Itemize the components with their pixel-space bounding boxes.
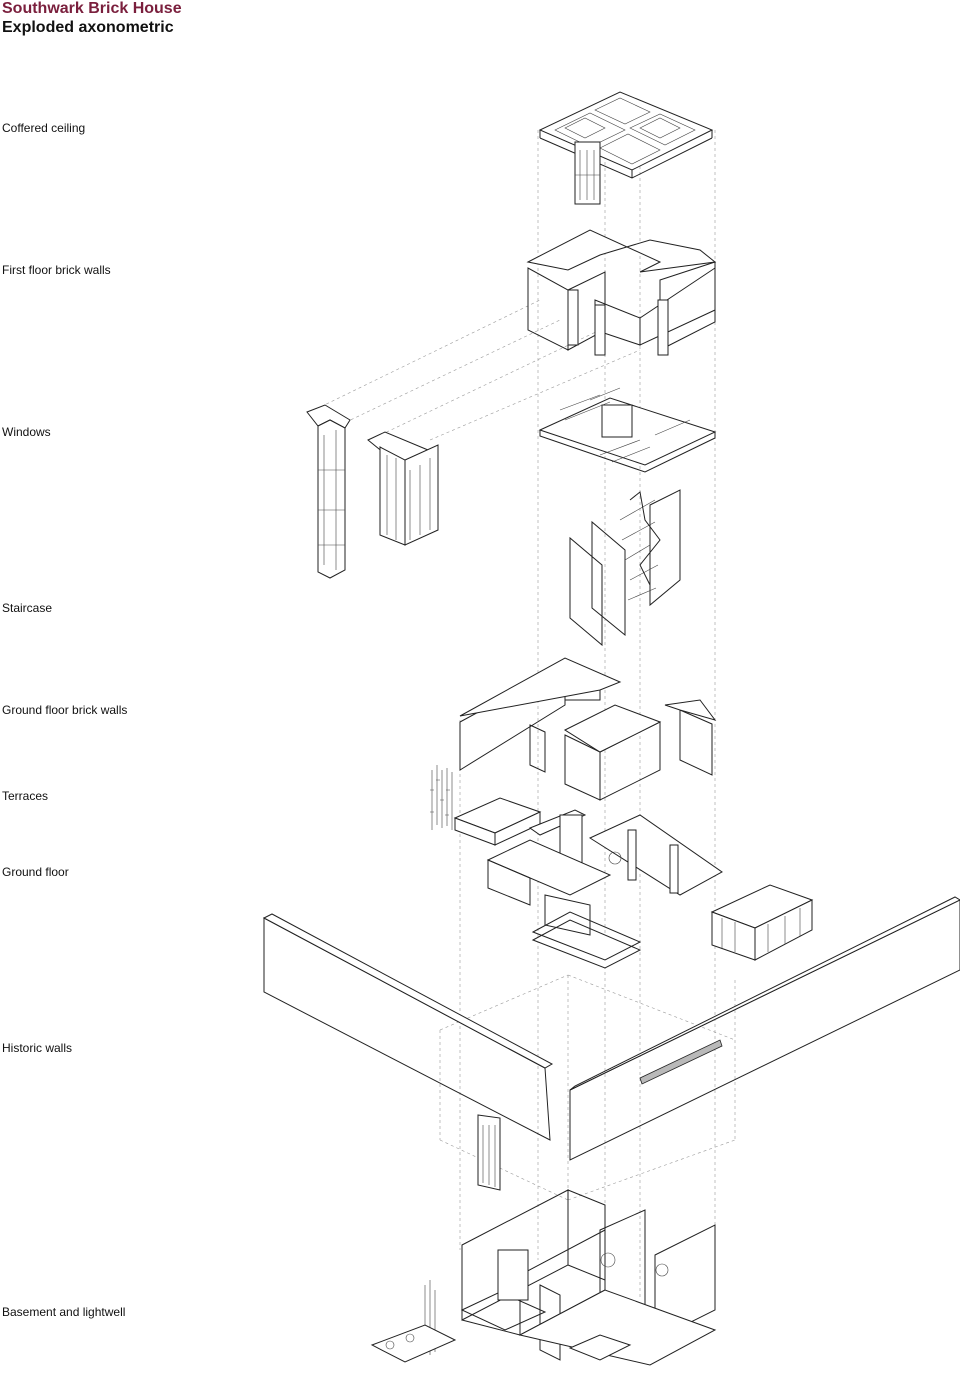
- terraces: [430, 765, 587, 866]
- registration-lines: [309, 130, 736, 1300]
- basement-and-lightwell: [370, 1189, 717, 1366]
- historic-walls: [262, 896, 960, 1191]
- label-historic-walls: Historic walls: [2, 1041, 73, 1055]
- ground-floor-brick-walls: [459, 657, 717, 801]
- diagram-title: Southwark Brick House: [2, 0, 182, 17]
- first-floor-slab: [538, 387, 717, 473]
- label-basement-and-lightwell: Basement and lightwell: [2, 1305, 126, 1319]
- label-staircase: Staircase: [2, 601, 53, 615]
- coffered-ceiling: [538, 91, 714, 205]
- label-coffered-ceiling: Coffered ceiling: [2, 121, 86, 135]
- ground-floor: [486, 814, 814, 969]
- first-floor-brick-walls: [526, 229, 717, 356]
- diagram-subtitle: Exploded axonometric: [2, 19, 174, 36]
- label-windows: Windows: [2, 425, 51, 439]
- label-first-floor-brick-walls: First floor brick walls: [2, 263, 111, 277]
- label-terraces: Terraces: [2, 789, 49, 803]
- label-ground-floor: Ground floor: [2, 865, 69, 879]
- label-ground-floor-brick-walls: Ground floor brick walls: [2, 703, 128, 717]
- staircase: [569, 489, 681, 647]
- windows: [306, 404, 439, 579]
